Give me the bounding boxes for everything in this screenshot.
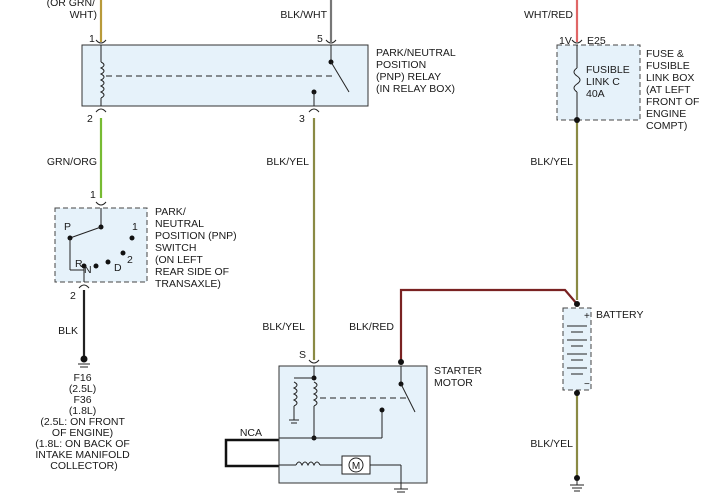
- switch-pin-2-connector: 2: [70, 284, 90, 302]
- ground-f16-f36: [78, 355, 90, 368]
- wire-nca-loop: [224, 438, 279, 468]
- switch-pin-1: 1: [90, 189, 96, 201]
- starter-pin-s-connector: S: [299, 349, 320, 364]
- motor-symbol-circle: [348, 457, 364, 473]
- battery: [562, 301, 592, 396]
- switch-pos-two: 2: [127, 254, 133, 266]
- ground-starter: [394, 483, 408, 493]
- wire-label-blk-yel-3: BLK/YEL: [262, 321, 305, 333]
- wire-label-grn-org: GRN/ORG: [47, 156, 97, 168]
- wire-label-blk-yel-1: BLK/YEL: [266, 156, 309, 168]
- fuse-box-label: FUSE & FUSIBLE LINK BOX (AT LEFT FRONT O…: [646, 48, 702, 132]
- relay-pin-3-connector: 3: [299, 108, 320, 125]
- wire-label-top-left: (OR GRN/: [47, 0, 95, 9]
- relay-pin-1-connector: 1: [89, 33, 107, 45]
- wire-label-wht-red: WHT/RED: [524, 9, 573, 21]
- starter-pin-s: S: [299, 349, 306, 361]
- switch-pos-r: R: [75, 258, 83, 270]
- wire-label-blk-wht: BLK/WHT: [280, 9, 327, 21]
- wire-blk-red: [399, 288, 578, 362]
- starter-label: STARTER MOTOR: [434, 365, 485, 389]
- switch-pin-2: 2: [70, 290, 76, 302]
- pnp-relay: [81, 44, 369, 107]
- switch-label: PARK/ NEUTRAL POSITION (PNP) SWITCH (ON …: [155, 206, 240, 290]
- switch-pos-p: P: [64, 221, 71, 233]
- fuse-box: [556, 44, 641, 123]
- fuse-pin-e25: E25: [587, 35, 606, 47]
- relay-pin-3: 3: [299, 113, 305, 125]
- switch-pos-n: N: [84, 264, 92, 276]
- relay-pin-1: 1: [89, 33, 95, 45]
- battery-label: BATTERY: [596, 309, 643, 321]
- switch-pin-1-connector: 1: [90, 189, 107, 206]
- battery-plus: +: [584, 311, 590, 322]
- wire-label-blk-yel-2: BLK/YEL: [530, 156, 573, 168]
- wire-label-blk-yel-4: BLK/YEL: [530, 438, 573, 450]
- wire-label-blk-red: BLK/RED: [349, 321, 394, 333]
- wire-label-nca: NCA: [240, 427, 262, 439]
- pnp-switch: [54, 207, 148, 283]
- ground-left-label: F16 (2.5L) F36 (1.8L) (2.5L: ON FRONT OF…: [35, 372, 132, 472]
- wire-label-blk: BLK: [58, 325, 78, 337]
- fuse-pin-1v: 1V: [559, 35, 572, 47]
- relay-pin-5: 5: [317, 33, 323, 45]
- relay-label: PARK/NEUTRAL POSITION (PNP) RELAY (IN RE…: [376, 47, 458, 95]
- relay-pin-2: 2: [87, 113, 93, 125]
- switch-pos-one: 1: [132, 221, 138, 233]
- ground-battery: [570, 475, 584, 492]
- relay-pin-2-connector: 2: [87, 108, 107, 125]
- fuse-pin-connector: 1V E25: [559, 35, 606, 47]
- switch-pos-d: D: [114, 262, 122, 274]
- fuse-inner-label: FUSIBLE LINK C 40A: [586, 64, 633, 100]
- battery-minus: −: [584, 379, 590, 390]
- wire-label-top-left-2: WHT): [70, 9, 97, 21]
- starter-battery-terminal: [398, 359, 404, 365]
- motor-symbol: M: [352, 461, 360, 472]
- relay-pin-5-connector: 5: [317, 33, 337, 45]
